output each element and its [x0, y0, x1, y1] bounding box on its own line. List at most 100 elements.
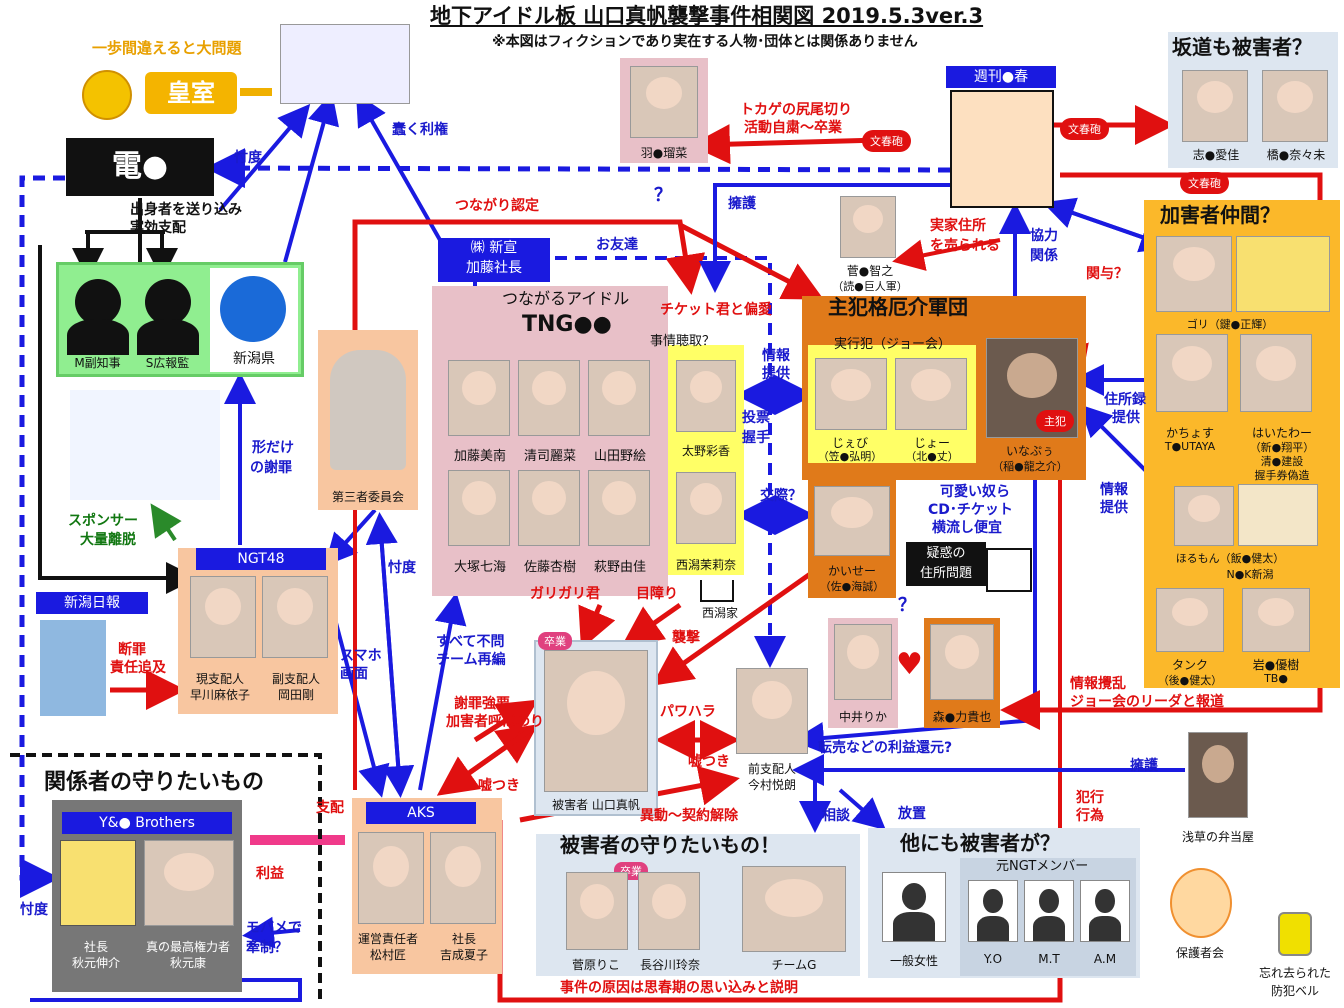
nishigata-name: 西潟茉莉奈	[675, 558, 736, 572]
page-title: 地下アイドル板 山口真帆襲撃事件相関図 2019.5.3ver.3	[430, 4, 984, 28]
den-control: 実効支配	[130, 220, 186, 236]
ugomeku1: 蠢く	[392, 122, 420, 138]
kagai-label: 加害者仲間？	[1160, 203, 1280, 227]
mori-photo	[930, 624, 994, 700]
third-party-sontaku: 忖度	[388, 560, 416, 576]
kachos-photo	[1156, 334, 1228, 412]
nishigata-house: 西潟家	[701, 606, 738, 620]
shinsen-label2: 加藤社長	[466, 260, 522, 276]
addr2: 提供	[1112, 410, 1140, 426]
others-p3: A.M	[1093, 952, 1117, 966]
p2-role: 副支配人	[271, 672, 320, 686]
hanyu-q: ？	[654, 185, 672, 206]
gori-photo	[1156, 236, 1232, 312]
yamaguchi-grad-badge: 卒業	[538, 632, 572, 650]
niigata-pref-logo-icon	[220, 276, 286, 342]
akimoto-shinsuke-character-icon	[60, 840, 136, 926]
yougo: 擁護	[728, 196, 756, 212]
hanyu-photo	[630, 66, 698, 138]
matsumura-role: 運営責任者	[357, 932, 418, 946]
giwaku2: 住所問題	[919, 566, 972, 581]
suga-name2: （読●巨人軍）	[832, 280, 908, 293]
member-photo-6	[588, 470, 650, 546]
blame1: 断罪	[118, 642, 146, 658]
brothers-label: Y&● Brothers	[62, 812, 232, 834]
member-name-4: 大塚七海	[453, 560, 506, 575]
member-name-1: 加藤美南	[453, 449, 506, 464]
usotsuki-label: 嘘つき	[688, 754, 730, 770]
iwa2: TB●	[1264, 672, 1288, 685]
member-name-6: 萩野由佳	[593, 560, 646, 575]
all1: すべて不問	[436, 634, 505, 650]
hasegawa-photo	[638, 872, 700, 950]
bunshun-character-icon	[950, 90, 1054, 208]
m-label: M副知事	[74, 356, 121, 370]
bell1: 忘れ去られた	[1258, 966, 1331, 980]
tenbai-label: 転売などの利益還元?	[818, 740, 953, 756]
sugawara-photo	[566, 872, 628, 950]
sponsor-label2: 大量離脱	[80, 532, 136, 548]
address2: を売られる	[930, 238, 1000, 254]
den-sontaku: 忖度	[234, 150, 262, 166]
member-name-3: 山田野絵	[593, 449, 646, 464]
yamaguchi-photo	[544, 650, 648, 792]
smaho2: 画面	[340, 666, 368, 682]
matsumura-name: 松村匠	[369, 948, 406, 962]
silhouette-3-icon	[1080, 880, 1130, 942]
tng-label1: つながるアイドル	[502, 289, 630, 308]
imperial-label: 皇室	[145, 72, 237, 114]
joe1: じょー	[913, 436, 950, 450]
bunshun-bubble1: 文春砲	[862, 130, 911, 152]
member-name-2: 清司麗菜	[523, 449, 576, 464]
tank2: （後●健太）	[1157, 674, 1223, 687]
info-provide1: 情報	[1100, 482, 1128, 498]
horumon1: ほるもん（飯●健太）	[1175, 552, 1285, 565]
culprits-label: 主犯格厄介軍団	[828, 295, 968, 319]
imamura-role: 前支配人	[747, 762, 796, 776]
kaise1: かいせー	[827, 564, 876, 578]
kachos1: かちょす	[1165, 426, 1214, 440]
shazai1: 謝罪強要	[454, 696, 510, 712]
festival-poster	[280, 24, 410, 104]
kawaii1: 可愛い奴ら	[940, 484, 1010, 500]
houchi-label: 放置	[898, 806, 926, 822]
exchange-label: 交際？	[760, 488, 802, 504]
third-party-label: 第三者委員会	[331, 490, 404, 504]
ngt48-label: NGT48	[196, 548, 326, 570]
brothers-p2-role: 真の最高権力者	[145, 940, 230, 954]
suga-photo	[840, 196, 896, 258]
giwaku1: 疑惑の	[926, 546, 966, 561]
sugawara-name: 菅原りこ	[571, 958, 620, 972]
nippo-building-photo	[40, 620, 106, 716]
brothers-p1-name: 秋元伸介	[71, 956, 120, 970]
shihai-label: 支配	[316, 800, 344, 816]
protect-label: 関係者の守りたいもの	[44, 770, 265, 795]
guardian-label: 保護者会	[1175, 946, 1224, 960]
nishigata-photo	[676, 472, 736, 544]
victim-protect-label: 被害者の守りたいもの！	[560, 833, 780, 857]
team-g-photo	[742, 866, 846, 952]
silhouette-2-icon	[1024, 880, 1074, 942]
shinsen-label1: ㈱ 新宣	[470, 240, 518, 256]
tank1: タンク	[1171, 658, 1208, 672]
mislead1: 情報攪乱	[1070, 676, 1126, 692]
kaise-photo	[814, 486, 890, 556]
shida-photo	[1182, 70, 1248, 142]
member-photo-5	[518, 470, 580, 546]
idou-label: 異動～契約解除	[640, 808, 738, 824]
okada-photo	[262, 576, 328, 658]
ono-photo	[676, 360, 736, 432]
rieki-label: 利益	[256, 866, 284, 882]
inabura2: （稲●龍之介）	[992, 460, 1068, 473]
gori-character-icon	[1236, 236, 1330, 312]
haitawa4: 握手券偽造	[1254, 469, 1310, 482]
eye-label: 目障り	[636, 586, 678, 602]
member-photo-2	[518, 360, 580, 436]
horumon-photo	[1174, 486, 1234, 546]
gori: ゴリ（鍵●正輝）	[1180, 316, 1280, 332]
gori1: ゴリ	[1186, 318, 1209, 331]
guardian-character-icon	[1170, 868, 1232, 938]
others-p0: 一般女性	[889, 954, 938, 968]
aks-label: AKS	[366, 802, 476, 824]
